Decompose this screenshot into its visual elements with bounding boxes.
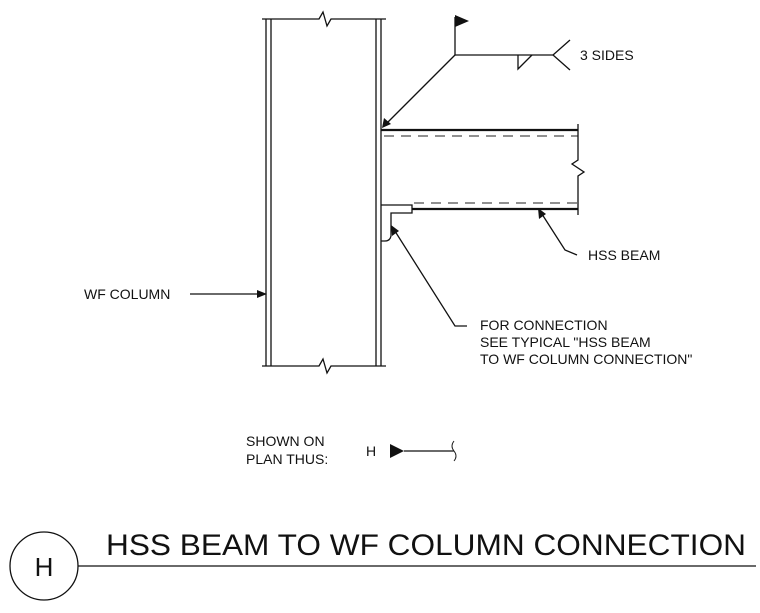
note-line-1: FOR CONNECTION xyxy=(480,317,608,333)
hss-beam xyxy=(381,124,586,215)
beam-leader-line xyxy=(539,210,578,256)
shown-on-label: SHOWN ON xyxy=(246,433,325,449)
weld-symbol: 3 SIDES xyxy=(382,15,634,128)
weld-callout-label: 3 SIDES xyxy=(580,47,634,63)
column-bottom-break-line xyxy=(262,357,386,375)
column-leader-arrowhead xyxy=(257,290,267,298)
seat-angle-outline xyxy=(381,204,413,242)
beam-break-line xyxy=(570,124,586,215)
weld-leader-arrowhead xyxy=(382,118,391,128)
field-weld-flag xyxy=(455,15,469,27)
plan-thus-label: PLAN THUS: xyxy=(246,451,328,467)
beam-label: HSS BEAM xyxy=(588,247,660,263)
connection-note: FOR CONNECTION SEE TYPICAL "HSS BEAM TO … xyxy=(391,225,692,367)
beam-leader: HSS BEAM xyxy=(538,208,660,263)
beam-leader-arrowhead xyxy=(538,208,546,219)
plan-symbol-letter: H xyxy=(366,443,376,459)
column-label: WF COLUMN xyxy=(84,286,170,302)
plan-symbol-break xyxy=(451,440,457,462)
title-block: H HSS BEAM TO WF COLUMN CONNECTION xyxy=(9,529,756,601)
weld-symbol-tail xyxy=(552,39,571,71)
note-line-3: TO WF COLUMN CONNECTION" xyxy=(480,351,692,367)
column-top-break-line xyxy=(262,10,386,28)
fillet-weld-symbol xyxy=(517,54,533,71)
seat-angle xyxy=(381,204,413,242)
detail-title: HSS BEAM TO WF COLUMN CONNECTION xyxy=(106,529,746,562)
plan-symbol-arrowhead xyxy=(390,444,404,458)
note-leader-line xyxy=(392,227,467,327)
weld-leader-line xyxy=(385,54,456,125)
column-leader: WF COLUMN xyxy=(84,286,267,302)
plan-symbol-legend: SHOWN ON PLAN THUS: H xyxy=(246,433,457,467)
note-line-2: SEE TYPICAL "HSS BEAM xyxy=(480,334,651,350)
wf-column xyxy=(262,10,386,375)
detail-mark-letter: H xyxy=(35,552,54,582)
note-leader-arrowhead xyxy=(391,225,399,236)
